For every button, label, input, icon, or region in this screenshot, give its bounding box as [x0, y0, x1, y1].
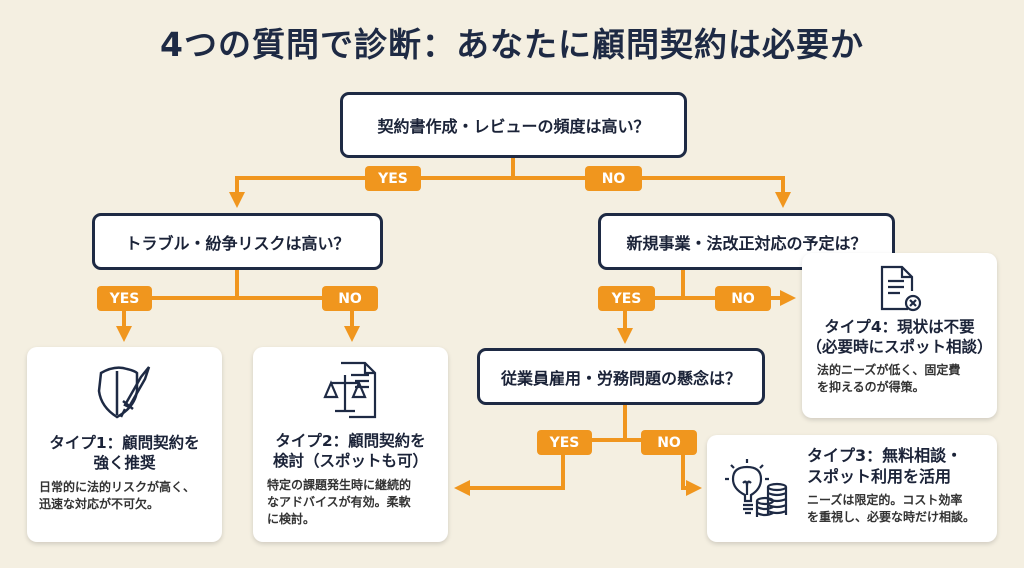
- question-box-4: 従業員雇用・労務問題の懸念は？: [477, 348, 765, 405]
- desc-line: を重視し、必要な時だけ相談。: [807, 510, 976, 524]
- shield-sword-icon: [97, 366, 150, 419]
- result-card-type3: タイプ3：無料相談・スポット利用を活用 ニーズは限定的。コスト効率を重視し、必要…: [707, 435, 997, 542]
- question-text: トラブル・紛争リスクは高い？: [125, 233, 350, 253]
- result-description: 法的ニーズが低く、固定費を抑えるのが得策。: [817, 362, 997, 396]
- no-label: NO: [585, 166, 642, 191]
- desc-line: なアドバイスが有効。柔軟: [267, 495, 411, 509]
- result-title-line: タイプ3：無料相談・: [807, 446, 963, 465]
- question-box-2: トラブル・紛争リスクは高い？: [92, 213, 383, 270]
- result-title: タイプ2：顧問契約を検討（スポットも可）: [253, 431, 448, 471]
- q1-no-connector: [513, 176, 791, 208]
- result-title-line: タイプ1：顧問契約を: [49, 434, 200, 452]
- yes-label: YES: [97, 286, 152, 311]
- no-label: NO: [641, 430, 697, 455]
- result-title: タイプ3：無料相談・スポット利用を活用: [807, 445, 975, 487]
- question-text: 契約書作成・レビューの頻度は高い？: [377, 117, 650, 136]
- result-title-line: （必要時にスポット相談）: [806, 338, 993, 356]
- desc-line: に検討。: [267, 512, 316, 526]
- no-label: NO: [715, 286, 771, 311]
- desc-line: を抑えるのが得策。: [817, 380, 925, 394]
- result-description: ニーズは限定的。コスト効率を重視し、必要な時だけ相談。: [807, 492, 975, 526]
- result-card-type4: タイプ4：現状は不要 （必要時にスポット相談） 法的ニーズが低く、固定費を抑えるの…: [802, 253, 997, 418]
- result-title-line: タイプ2：顧問契約を: [275, 432, 426, 450]
- yes-label: YES: [365, 166, 421, 191]
- desc-line: 日常的に法的リスクが高く、: [39, 480, 196, 494]
- page-title: 4つの質問で診断：あなたに顧問契約は必要か: [160, 25, 864, 64]
- result-description: 特定の課題発生時に継続的なアドバイスが有効。柔軟に検討。: [267, 477, 448, 528]
- result-title: タイプ4：現状は不要 （必要時にスポット相談）: [802, 317, 997, 357]
- result-card-type2: タイプ2：顧問契約を検討（スポットも可） 特定の課題発生時に継続的なアドバイスが…: [253, 347, 448, 542]
- desc-line: 迅速な対応が不可欠。: [39, 497, 160, 511]
- result-description: 日常的に法的リスクが高く、迅速な対応が不可欠。: [39, 479, 222, 513]
- result-title: タイプ1：顧問契約を強く推奨: [27, 433, 222, 473]
- q4-yes-connector: [454, 438, 625, 496]
- yes-label: YES: [598, 286, 655, 311]
- q1-yes-connector: [229, 176, 513, 208]
- lightbulb-coins-icon: [725, 459, 788, 517]
- desc-line: 特定の課題発生時に継続的: [267, 478, 412, 492]
- result-title-line: 検討（スポットも可）: [272, 452, 428, 470]
- desc-line: ニーズは限定的。コスト効率: [807, 493, 963, 507]
- question-text: 従業員雇用・労務問題の懸念は？: [500, 368, 741, 388]
- result-title-line: タイプ4：現状は不要: [824, 318, 975, 336]
- desc-line: 法的ニーズが低く、固定費: [817, 363, 961, 377]
- question-box-1: 契約書作成・レビューの頻度は高い？: [340, 92, 687, 158]
- document-cancel-icon: [880, 265, 921, 312]
- result-card-type1: タイプ1：顧問契約を強く推奨 日常的に法的リスクが高く、迅速な対応が不可欠。: [27, 347, 222, 542]
- scales-document-icon: [322, 361, 376, 419]
- result-title-line: 強く推奨: [93, 454, 156, 472]
- no-label: NO: [322, 286, 378, 311]
- result-title-line: スポット利用を活用: [807, 467, 952, 486]
- yes-label: YES: [537, 430, 592, 455]
- question-text: 新規事業・法改正対応の予定は？: [626, 233, 867, 253]
